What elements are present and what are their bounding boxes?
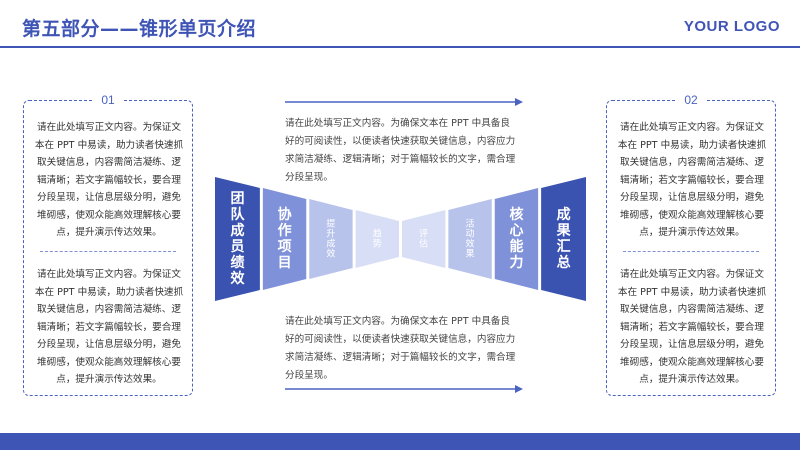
cone-segment-label-6: 活动效果 [466,218,475,260]
cone-segment-label-2: 协作项目 [278,206,292,271]
right-card-divider [623,251,759,252]
logo-text: YOUR LOGO [683,18,780,35]
footer-bar [0,433,800,450]
middle-text-bottom: 请在此处填写正文内容。为确保文本在 PPT 中具备良好的可阅读性，以便读者快速获… [285,316,516,381]
cone-segment-6 [448,199,492,279]
cone-segment-2 [262,188,307,290]
right-card: 02 请在此处填写正文内容。为保证文本在 PPT 中易读，助力读者快速抓取关键信… [606,93,776,396]
cone-segment-5 [402,210,446,268]
cone-segment-label-8: 成果汇总 [556,206,572,271]
cone-segment-label-4: 趋势 [373,228,382,250]
cone-segment-label-1: 团队成员绩效 [230,191,245,287]
arrow-bottom [285,385,523,393]
header-divider [0,46,800,48]
right-card-number: 02 [676,93,706,107]
left-card-text-bottom: 请在此处填写正文内容。为保证文本在 PPT 中易读，助力读者快速抓取关键信息，内… [34,269,184,385]
page-title: 第五部分——锥形单页介绍 [22,18,257,40]
left-card-number: 01 [93,93,123,107]
cone-segment-label-7: 核心能力 [509,206,523,271]
cone-segment-label-3: 提升成效 [326,219,335,260]
left-card: 01 请在此处填写正文内容。为保证文本在 PPT 中易读，助力读者快速抓取关键信… [23,93,193,396]
cone-segment-7 [494,188,539,290]
arrow-top [285,98,523,106]
cone-segment-8 [541,177,586,301]
cone-segment-1 [215,177,260,301]
middle-text-top: 请在此处填写正文内容。为确保文本在 PPT 中具备良好的可阅读性，以便读者快速获… [285,118,516,183]
cone-segment-3 [309,199,353,279]
right-card-text-top: 请在此处填写正文内容。为保证文本在 PPT 中易读，助力读者快速抓取关键信息，内… [617,122,767,238]
left-card-divider [40,251,176,252]
cone-segments: 团队成员绩效 协作项目 提升成效 趋势 评估 活动效果 核心能力 成果汇总 [215,177,586,301]
left-card-text-top: 请在此处填写正文内容。为保证文本在 PPT 中易读，助力读者快速抓取关键信息，内… [34,122,184,238]
cone-segment-4 [355,210,399,268]
right-card-text-bottom: 请在此处填写正文内容。为保证文本在 PPT 中易读，助力读者快速抓取关键信息，内… [617,269,767,385]
cone-segment-label-5: 评估 [419,229,428,250]
